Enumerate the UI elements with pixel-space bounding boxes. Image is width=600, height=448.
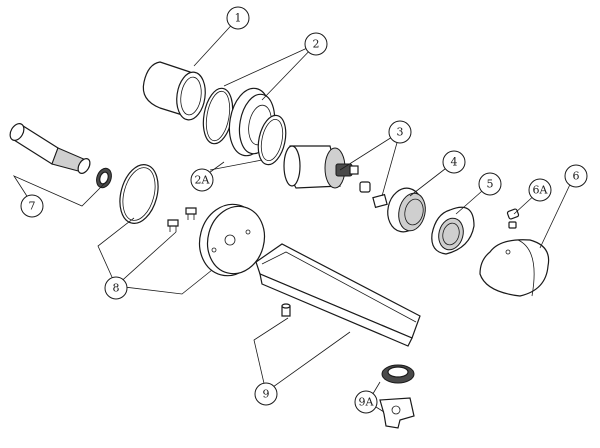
callout-6a-label: 6A — [533, 184, 549, 197]
callout-6a: 6A — [528, 178, 552, 202]
callout-8: 8 — [104, 276, 128, 300]
part-3-cartridge — [283, 145, 388, 209]
callout-9-label: 9 — [263, 388, 270, 401]
callout-2: 2 — [304, 32, 328, 56]
callout-9a-label: 9A — [359, 396, 375, 409]
callout-1: 1 — [226, 6, 250, 30]
part-8-oring — [119, 164, 159, 224]
callout-2a-label: 2A — [195, 174, 211, 187]
leader-lines — [12, 17, 575, 413]
callout-9: 9 — [254, 382, 278, 406]
part-2a-oring — [257, 114, 287, 166]
callout-3: 3 — [388, 120, 412, 144]
part-8-screws — [167, 207, 197, 232]
callout-2-label: 2 — [313, 38, 320, 51]
part-8-coverplate — [198, 203, 266, 277]
part-1-sleeve — [142, 61, 206, 121]
part-7-ring — [96, 167, 112, 189]
callout-3-label: 3 — [397, 126, 404, 139]
part-4-nut — [387, 187, 426, 233]
part-6-handle — [479, 239, 550, 297]
callout-2a: 2A — [190, 168, 214, 192]
callout-5-label: 5 — [487, 178, 494, 191]
part-9-spout — [255, 243, 421, 347]
part-6a-setscrew — [506, 208, 520, 229]
callout-4: 4 — [442, 150, 466, 174]
callout-6-label: 6 — [573, 170, 580, 183]
callout-7: 7 — [20, 194, 44, 218]
callout-8-label: 8 — [113, 282, 120, 295]
part-9a-aerator — [379, 364, 415, 429]
part-5-collar — [431, 206, 475, 255]
part-9-pin — [281, 303, 291, 317]
callout-6: 6 — [564, 164, 588, 188]
callout-4-label: 4 — [451, 156, 458, 169]
callout-7-label: 7 — [29, 200, 36, 213]
part-7-shaft — [9, 123, 91, 174]
callout-9a: 9A — [354, 390, 378, 414]
callout-1-label: 1 — [235, 12, 242, 25]
callout-5: 5 — [478, 172, 502, 196]
